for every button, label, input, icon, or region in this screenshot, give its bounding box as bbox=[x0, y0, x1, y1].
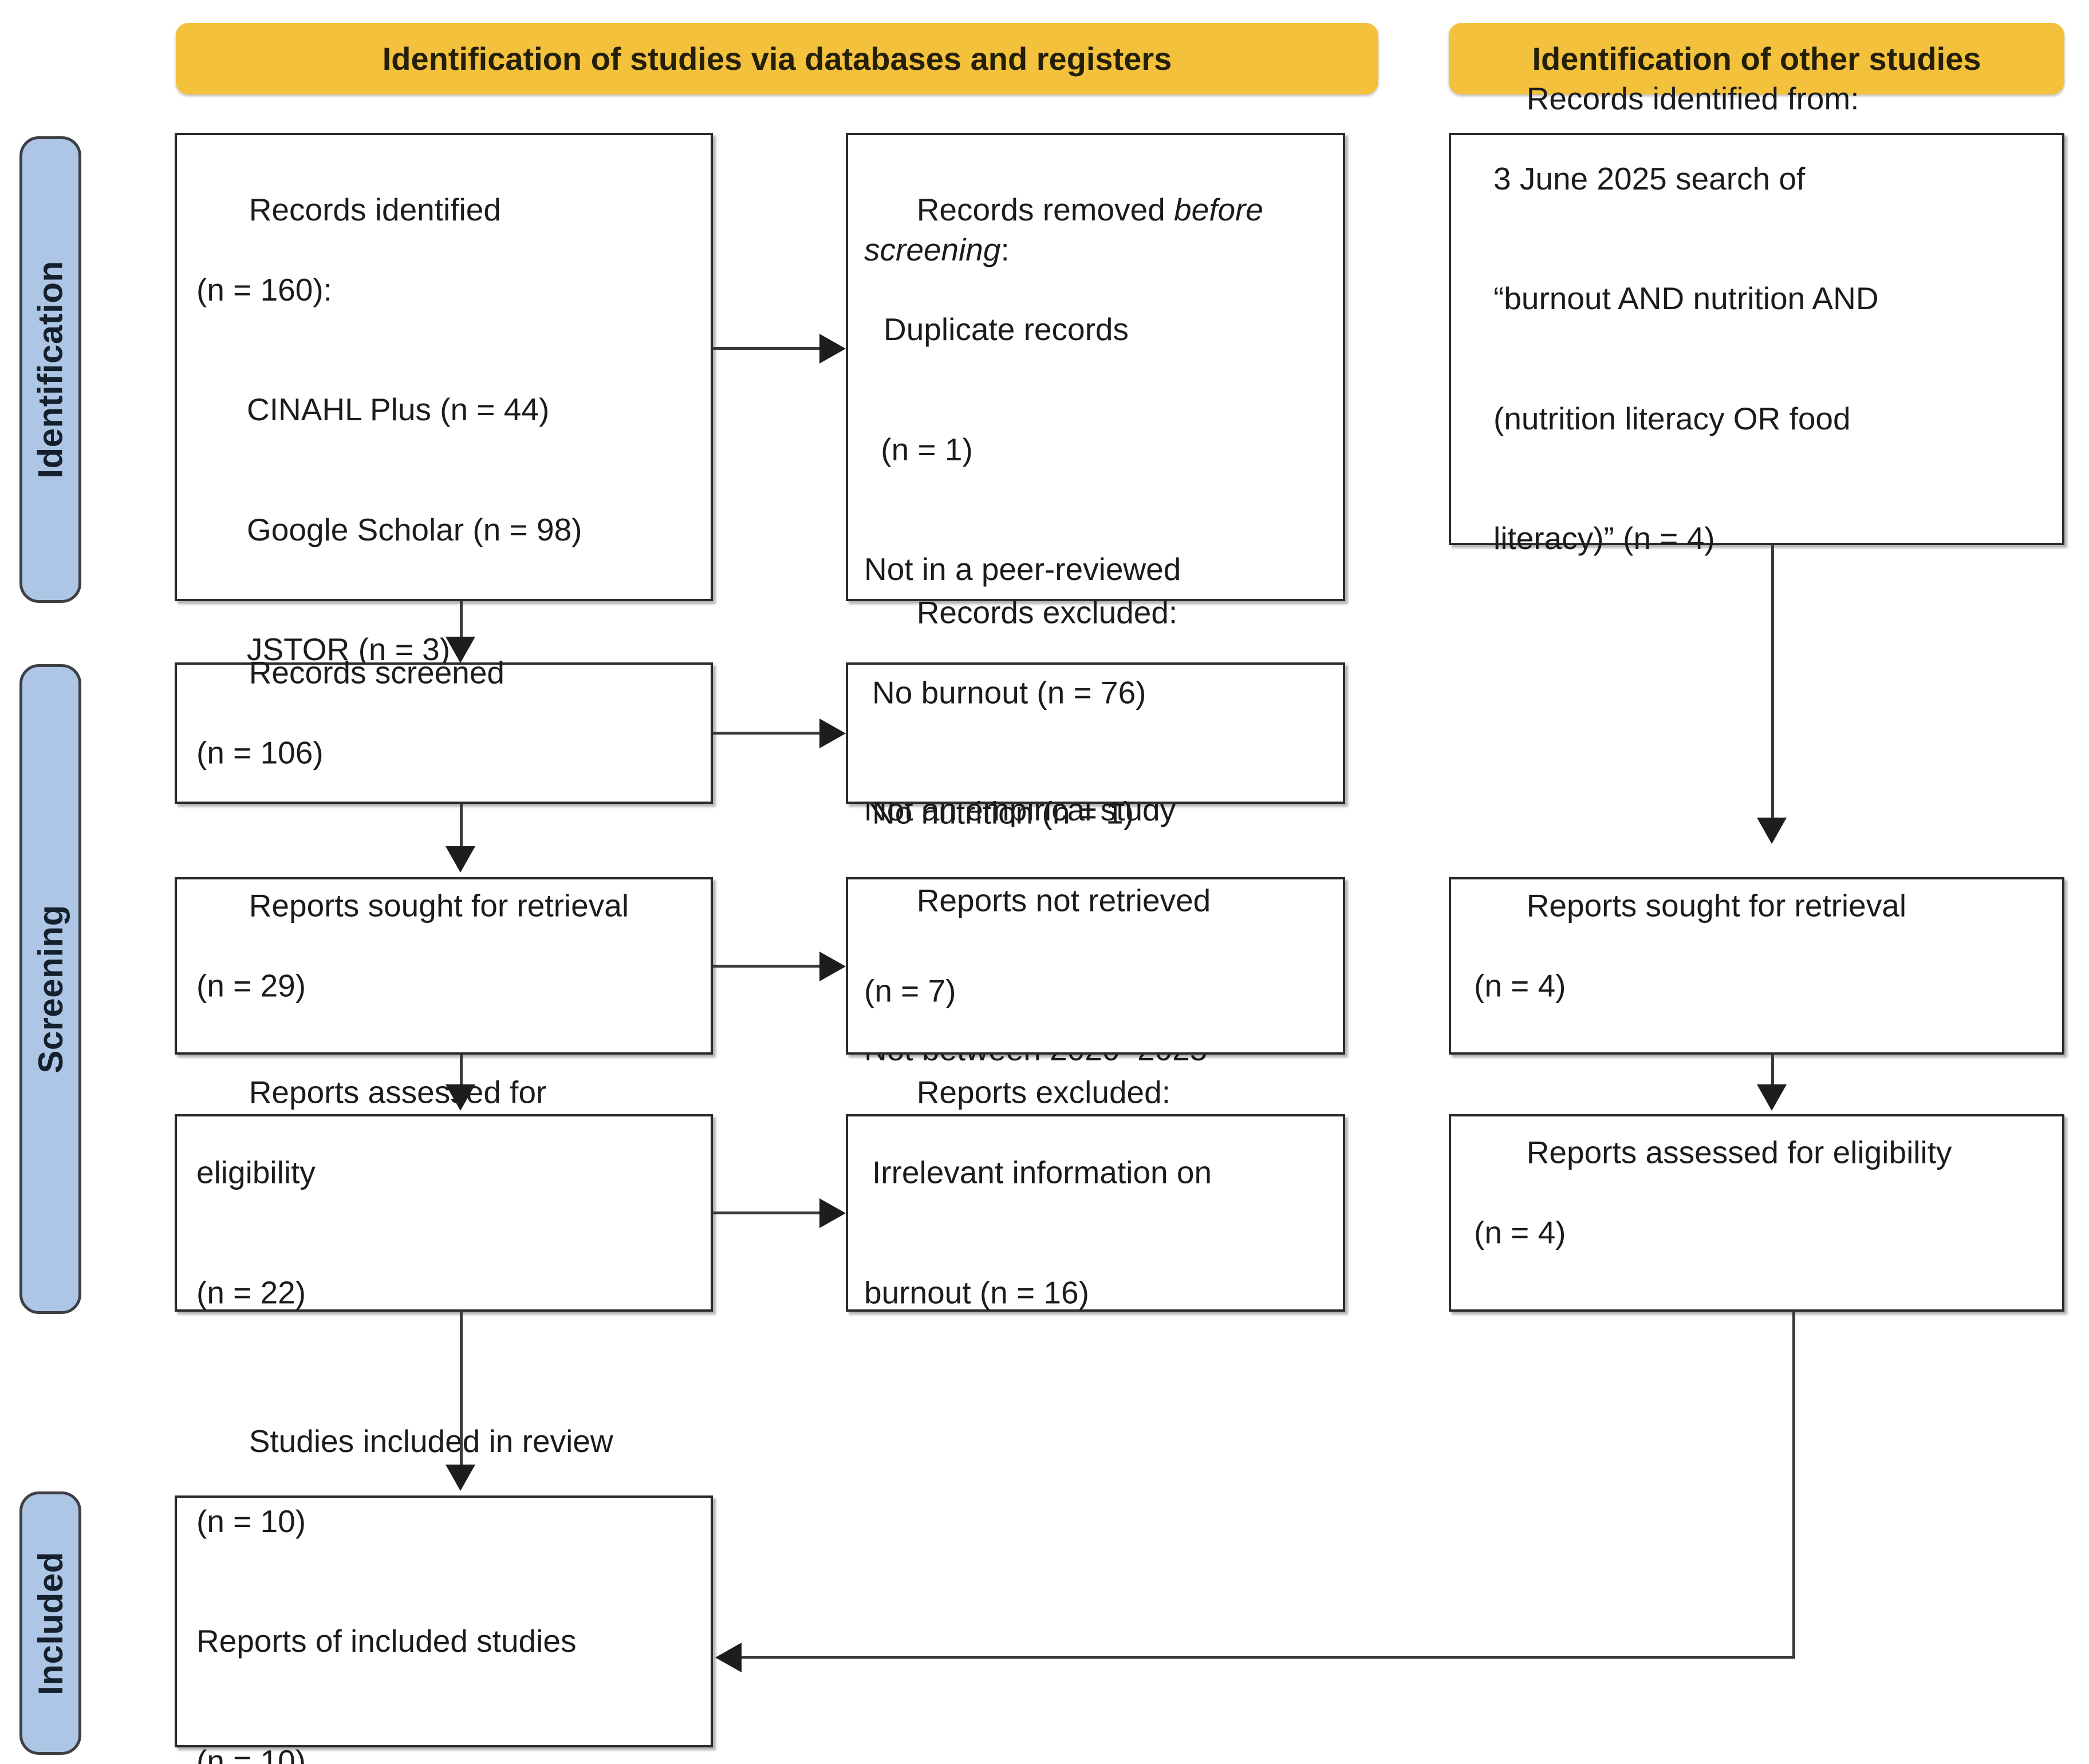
box-studies-included-text: Studies included in review (n = 10) Repo… bbox=[196, 1382, 700, 1764]
stage-screening-text: Screening bbox=[31, 905, 70, 1074]
stage-label-screening: Screening bbox=[19, 664, 81, 1314]
box-reports-sought-text: Reports sought for retrieval (n = 29) bbox=[196, 846, 700, 1086]
reports-excluded-reason-1: Irrelevant information on bbox=[872, 1154, 1212, 1190]
connector-other-assessed-elbow-horizontal bbox=[742, 1656, 1795, 1659]
box-other-reports-assessed-text: Reports assessed for eligibility (n = 4) bbox=[1474, 1093, 2052, 1333]
box-reports-sought: Reports sought for retrieval (n = 29) bbox=[175, 877, 713, 1055]
arrowhead-assessed-to-included bbox=[446, 1465, 475, 1491]
box-other-reports-assessed: Reports assessed for eligibility (n = 4) bbox=[1449, 1114, 2064, 1312]
box-other-records-identified-text: Records identified from: 3 June 2025 sea… bbox=[1474, 39, 2052, 639]
connector-sought-to-not-retrieved bbox=[713, 965, 822, 968]
connector-identified-to-screened bbox=[460, 601, 463, 641]
records-removed-title: Records removed bbox=[916, 191, 1174, 227]
source-jstor: JSTOR (n = 3) bbox=[247, 632, 451, 668]
records-removed-title-italic: before screening bbox=[864, 191, 1272, 267]
source-cinahl: CINAHL Plus (n = 44) bbox=[247, 392, 550, 428]
connector-assessed-to-included bbox=[460, 1312, 463, 1466]
stage-identification-text: Identification bbox=[31, 261, 70, 479]
box-reports-assessed-text: Reports assessed for eligibility (n = 22… bbox=[196, 1033, 700, 1393]
box-reports-assessed: Reports assessed for eligibility (n = 22… bbox=[175, 1075, 713, 1312]
box-records-excluded-text: Records excluded: No burnout (n = 76) No… bbox=[864, 553, 1333, 913]
arrowhead-screened-to-sought bbox=[446, 846, 475, 873]
box-records-screened: Records screened (n = 106) bbox=[175, 655, 713, 804]
connector-sought-to-assessed bbox=[460, 1055, 463, 1087]
arrowhead-assessed-to-excluded bbox=[819, 1198, 846, 1228]
studies-included-line2: (n = 10) bbox=[196, 1503, 306, 1539]
box-reports-excluded-text: Reports excluded: Irrelevant information… bbox=[864, 1033, 1333, 1393]
arrowhead-identified-to-removed bbox=[819, 334, 846, 364]
arrowhead-other-sought-to-assessed bbox=[1757, 1084, 1787, 1111]
reports-sought-title: Reports sought for retrieval bbox=[249, 887, 629, 924]
studies-included-line3: Reports of included studies bbox=[196, 1623, 577, 1659]
excluded-reason-no-nutrition: No nutrition (n = 1) bbox=[872, 795, 1134, 831]
arrowhead-screened-to-excluded bbox=[819, 719, 846, 748]
other-sought-title: Reports sought for retrieval bbox=[1526, 887, 1907, 924]
connector-assessed-to-excluded bbox=[713, 1211, 822, 1214]
connector-screened-to-sought bbox=[460, 804, 463, 849]
box-other-records-identified: Records identified from: 3 June 2025 sea… bbox=[1449, 81, 2064, 556]
records-identified-title: Records identified bbox=[249, 191, 501, 227]
other-identified-query-2: (nutrition literacy OR food bbox=[1493, 400, 1851, 436]
box-reports-excluded: Reports excluded: Irrelevant information… bbox=[846, 1075, 1345, 1312]
header-databases-registers: Identification of studies via databases … bbox=[176, 23, 1378, 94]
connector-identified-to-removed bbox=[713, 347, 822, 350]
box-reports-not-retrieved-text: Reports not retrieved (n = 7) bbox=[864, 840, 1333, 1091]
studies-included-line1: Studies included in review bbox=[249, 1423, 613, 1459]
stage-label-included: Included bbox=[19, 1491, 81, 1755]
other-identified-date: 3 June 2025 search of bbox=[1493, 160, 1806, 196]
box-records-excluded: Records excluded: No burnout (n = 76) No… bbox=[846, 595, 1345, 830]
excluded-reason-no-burnout: No burnout (n = 76) bbox=[872, 674, 1146, 711]
reports-assessed-title-2: eligibility bbox=[196, 1154, 316, 1190]
arrowhead-identified-to-screened bbox=[446, 637, 475, 663]
arrowhead-sought-to-not-retrieved bbox=[819, 952, 846, 981]
connector-screened-to-excluded bbox=[713, 732, 822, 735]
box-records-removed: Records removed before screening: Duplic… bbox=[846, 133, 1345, 1187]
removed-reason-notpeer-1: Not in a peer-reviewed bbox=[864, 551, 1181, 587]
stage-included-text: Included bbox=[31, 1551, 70, 1695]
other-sought-count: (n = 4) bbox=[1474, 968, 1566, 1003]
other-identified-query-3: literacy)” (n = 4) bbox=[1493, 520, 1715, 557]
header-other-studies: Identification of other studies bbox=[1449, 23, 2064, 94]
box-records-screened-text: Records screened (n = 106) bbox=[196, 613, 700, 853]
reports-assessed-count: (n = 22) bbox=[196, 1274, 306, 1311]
removed-reason-duplicate-n: (n = 1) bbox=[872, 431, 973, 467]
reports-not-retrieved-count: (n = 7) bbox=[864, 973, 956, 1008]
arrowhead-other-assessed-to-included bbox=[715, 1643, 742, 1672]
source-google-scholar: Google Scholar (n = 98) bbox=[247, 511, 582, 547]
other-identified-query-1: “burnout AND nutrition AND bbox=[1493, 281, 1879, 317]
connector-other-identified-to-sought bbox=[1771, 545, 1774, 820]
reports-excluded-title: Reports excluded: bbox=[916, 1075, 1170, 1111]
records-excluded-title: Records excluded: bbox=[916, 595, 1178, 631]
records-removed-title-tail: : bbox=[1000, 231, 1010, 267]
box-other-reports-sought: Reports sought for retrieval (n = 4) bbox=[1449, 877, 2064, 1055]
reports-sought-count: (n = 29) bbox=[196, 968, 306, 1003]
other-assessed-count: (n = 4) bbox=[1474, 1214, 1566, 1250]
header-other-label: Identification of other studies bbox=[1532, 41, 1981, 77]
reports-not-retrieved-title: Reports not retrieved bbox=[916, 882, 1211, 918]
box-other-reports-sought-text: Reports sought for retrieval (n = 4) bbox=[1474, 846, 2052, 1086]
header-databases-label: Identification of studies via databases … bbox=[382, 41, 1172, 77]
records-screened-title: Records screened bbox=[249, 654, 505, 690]
reports-excluded-reason-2: burnout (n = 16) bbox=[864, 1274, 1089, 1311]
other-assessed-title: Reports assessed for eligibility bbox=[1526, 1134, 1952, 1170]
studies-included-line4: (n = 10) bbox=[196, 1743, 306, 1764]
connector-other-assessed-elbow-vertical bbox=[1792, 1312, 1795, 1658]
stage-label-identification: Identification bbox=[19, 136, 81, 603]
box-studies-included: Studies included in review (n = 10) Repo… bbox=[175, 1423, 713, 1764]
records-screened-count: (n = 106) bbox=[196, 735, 324, 771]
other-identified-title: Records identified from: bbox=[1526, 81, 1859, 117]
arrowhead-sought-to-assessed bbox=[446, 1084, 475, 1111]
reports-assessed-title-1: Reports assessed for bbox=[249, 1075, 547, 1111]
removed-reason-duplicate: Duplicate records bbox=[884, 311, 1129, 348]
box-reports-not-retrieved: Reports not retrieved (n = 7) bbox=[846, 877, 1345, 1055]
arrowhead-other-identified-to-sought bbox=[1757, 818, 1787, 844]
connector-other-sought-to-assessed bbox=[1771, 1055, 1774, 1087]
records-identified-count: (n = 160): bbox=[196, 271, 332, 307]
box-records-identified: Records identified (n = 160): CINAHL Plu… bbox=[175, 133, 713, 1267]
